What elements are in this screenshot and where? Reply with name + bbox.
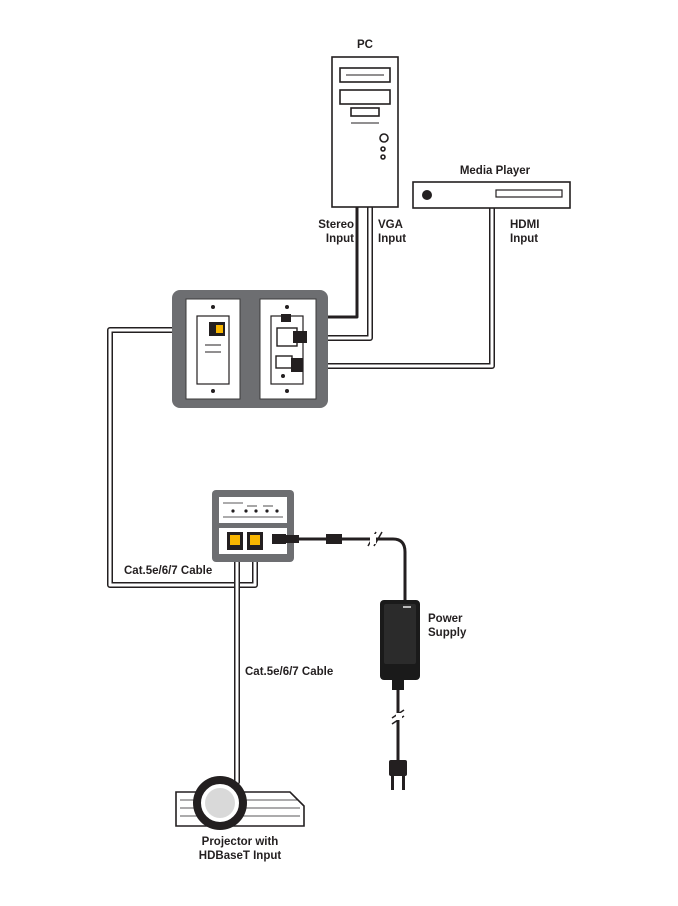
- cables: [107, 204, 495, 785]
- hdbaset-receiver: [212, 490, 299, 562]
- cat-cable-1-label: Cat.5e/6/7 Cable: [124, 565, 213, 577]
- media-player-label: Media Player: [459, 165, 531, 177]
- vga-input-label-line1: VGA: [378, 219, 403, 231]
- projector-icon: [175, 776, 305, 830]
- wall-plate-transmitter: [172, 290, 328, 408]
- power-cable-dc: [294, 537, 407, 605]
- vga-input-label: VGA Input: [378, 218, 428, 246]
- vga-input-label-line2: Input: [378, 233, 407, 245]
- ferrite-core: [326, 534, 342, 544]
- stereo-input-label: Stereo Input: [302, 218, 354, 246]
- media-player-icon: [412, 181, 571, 209]
- power-supply-icon: [380, 600, 420, 790]
- hdmi-input-label-line1: HDMI: [510, 219, 540, 231]
- projector-label-line1: Projector with: [201, 836, 279, 848]
- stereo-input-label-line1: Stereo: [318, 219, 354, 231]
- cat-cable-2-label: Cat.5e/6/7 Cable: [245, 666, 334, 678]
- power-supply-label-line1: Power: [428, 613, 463, 625]
- projector-label-line2: HDBaseT Input: [198, 850, 282, 862]
- hdmi-cable: [317, 205, 495, 369]
- vga-cable: [315, 204, 373, 341]
- pc-tower-icon: [331, 56, 399, 208]
- projector-label: Projector with HDBaseT Input: [180, 835, 300, 863]
- hdmi-input-label-line2: Input: [510, 233, 539, 245]
- stereo-input-label-line2: Input: [325, 233, 354, 245]
- pc-label: PC: [357, 39, 373, 51]
- hdmi-input-label: HDMI Input: [510, 218, 570, 246]
- cat-cable-1: [107, 327, 258, 588]
- power-supply-label: Power Supply: [428, 612, 488, 640]
- power-supply-label-line2: Supply: [428, 627, 467, 639]
